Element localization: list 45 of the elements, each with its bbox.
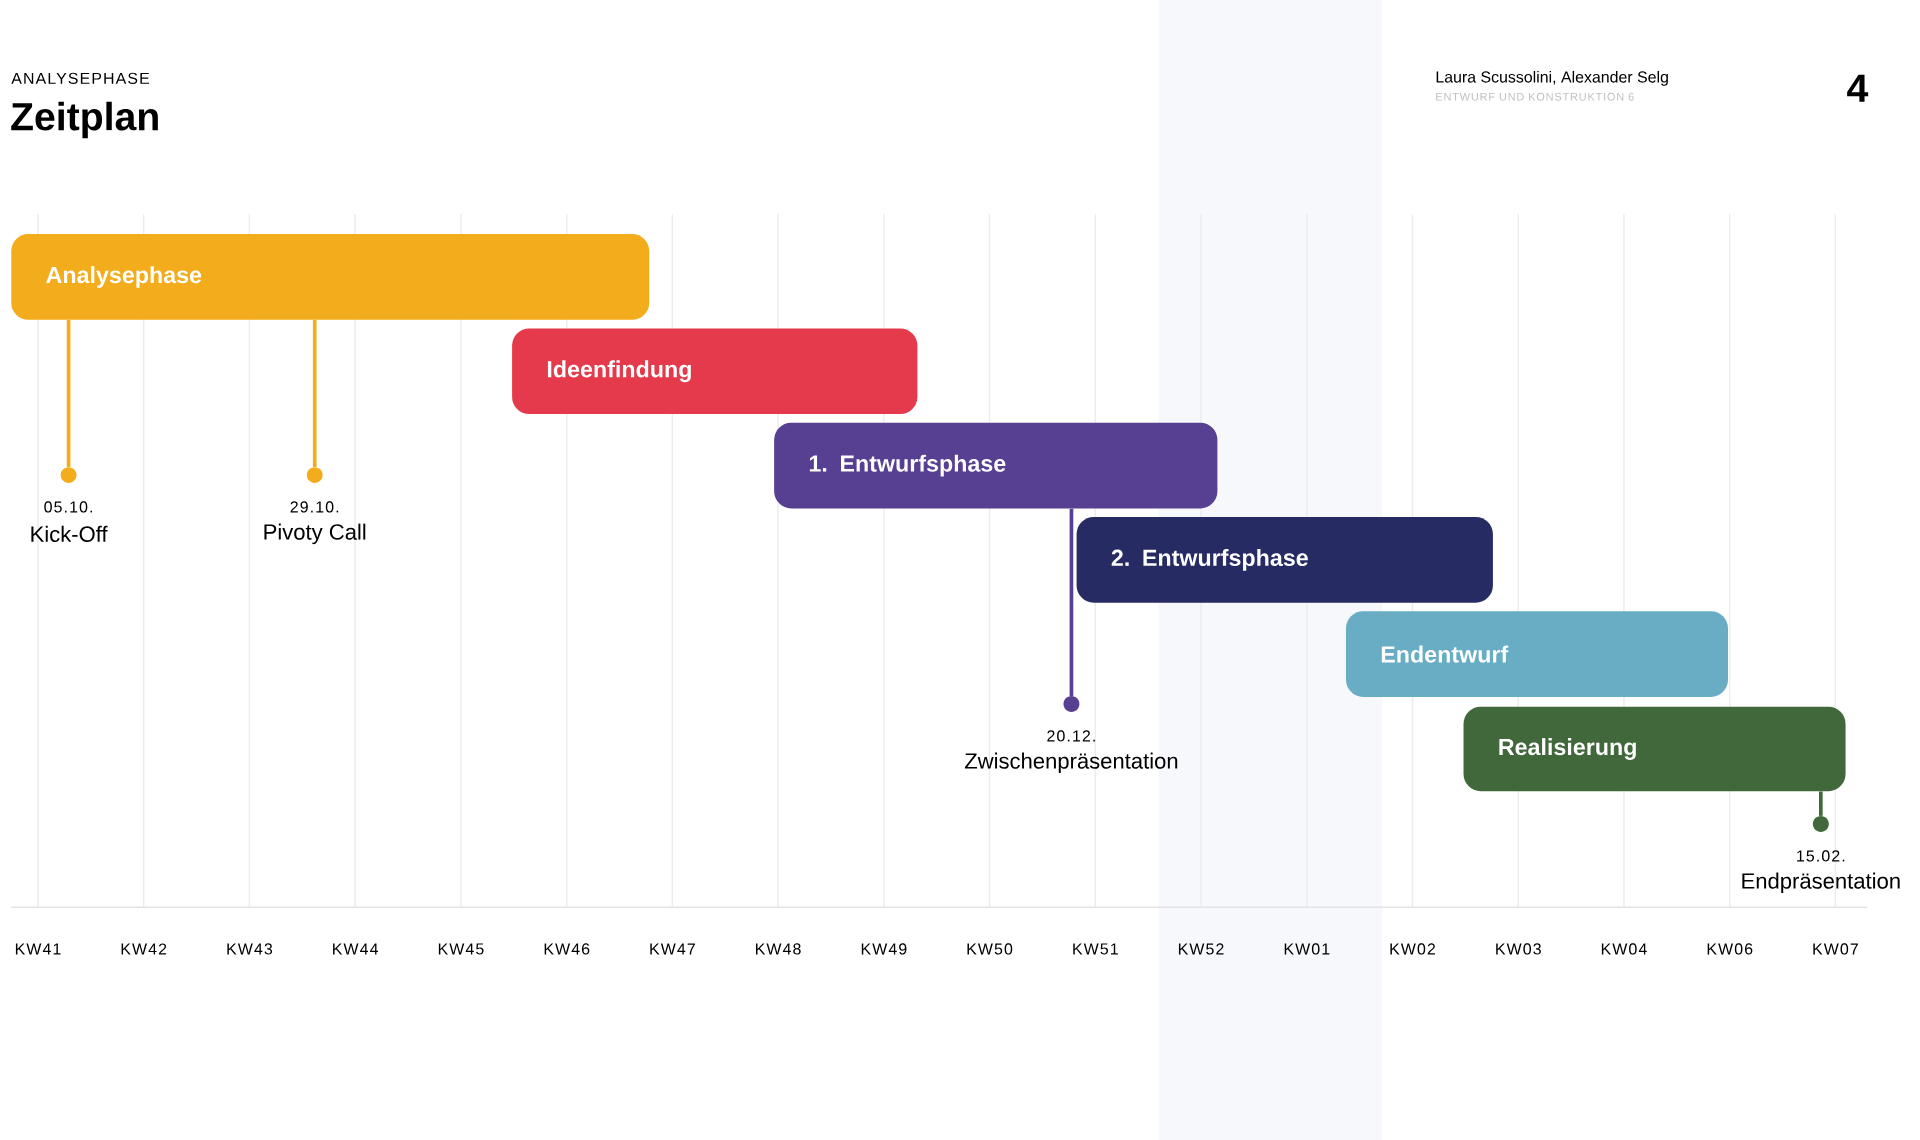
week-label: KW01: [1284, 943, 1330, 955]
milestone-dot: [306, 467, 323, 484]
course-name: ENTWURF UND KONSTRUKTION 6: [1436, 92, 1634, 101]
title: Zeitplan: [11, 101, 158, 139]
week-label: KW06: [1707, 943, 1753, 955]
week-label: KW50: [967, 943, 1013, 955]
week-label: KW43: [227, 943, 273, 955]
week-label: KW44: [333, 943, 378, 955]
milestone-dot: [60, 467, 77, 484]
section-label: ANALYSEPHASE: [11, 72, 150, 84]
week-label: KW04: [1601, 943, 1647, 955]
week-label: KW45: [438, 943, 484, 955]
week-label: KW51: [1073, 943, 1118, 955]
milestone-date: 15.02.: [1797, 850, 1845, 862]
week-label: KW41: [15, 943, 61, 955]
phase-bar: Endentwurf: [1346, 611, 1728, 697]
phase-bar: Analysephase: [11, 234, 650, 320]
week-label: KW46: [544, 943, 590, 955]
milestone-date: 20.12.: [1047, 730, 1095, 742]
milestone-name: Pivoty Call: [264, 523, 366, 545]
milestone-dot: [1063, 696, 1080, 713]
week-label: KW48: [756, 943, 801, 955]
milestone-name: Kick-Off: [31, 525, 108, 542]
phase-bar: 2. Entwurfsphase: [1076, 517, 1493, 603]
week-label: KW52: [1178, 943, 1224, 955]
milestone-dot: [1812, 816, 1829, 833]
milestone-stem: [1819, 791, 1823, 816]
week-label: KW03: [1496, 943, 1541, 955]
week-label: KW47: [650, 943, 695, 955]
author-names: Laura Scussolini, Alexander Selg: [1436, 70, 1668, 86]
phase-bar: Realisierung: [1463, 706, 1846, 792]
week-label: KW49: [861, 943, 907, 955]
phase-bar: 1. Entwurfsphase: [774, 422, 1218, 509]
milestone-name: Endpräsentation: [1742, 872, 1900, 894]
week-label: KW07: [1813, 943, 1858, 955]
phase-bar: Ideenfindung: [512, 328, 918, 415]
milestone-date: 29.10.: [290, 501, 339, 513]
milestone-stem: [66, 320, 71, 467]
page-number: 4: [1847, 74, 1869, 102]
week-label: KW02: [1390, 943, 1435, 955]
week-label: KW42: [121, 943, 167, 955]
milestone-date: 05.10.: [44, 501, 93, 513]
milestone-name: Zwischenpräsentation: [964, 752, 1178, 774]
milestone-stem: [1069, 508, 1074, 696]
milestone-stem: [312, 320, 317, 467]
